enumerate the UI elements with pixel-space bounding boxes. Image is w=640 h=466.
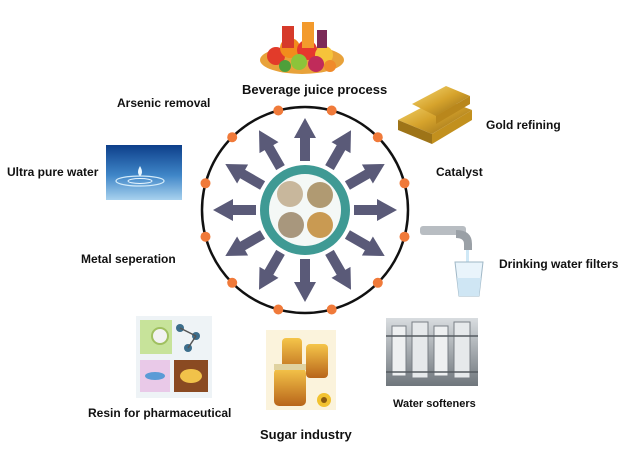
ring-node xyxy=(372,277,383,288)
gold-bars-icon xyxy=(398,86,472,144)
radial-arrow xyxy=(325,249,351,290)
radial-arrow xyxy=(294,259,316,302)
ring-node xyxy=(227,132,238,143)
ring-node xyxy=(273,105,284,116)
radial-arrow xyxy=(344,164,385,190)
radial-arrow xyxy=(259,130,285,171)
label-gold-refining: Gold refining xyxy=(486,118,561,132)
honey-jars-icon xyxy=(266,330,336,410)
label-arsenic-removal: Arsenic removal xyxy=(117,96,211,110)
label-drinking-water-filters: Drinking water filters xyxy=(499,257,619,271)
arrow-group xyxy=(213,118,397,302)
ring-node xyxy=(326,105,337,116)
ring-node xyxy=(372,132,383,143)
label-catalyst: Catalyst xyxy=(436,165,483,179)
radial-arrow xyxy=(325,130,351,171)
label-metal-seperation: Metal seperation xyxy=(81,252,176,266)
resin-bead-cluster xyxy=(278,212,304,238)
node-group xyxy=(200,105,410,315)
ring-node xyxy=(399,231,410,242)
ring-node xyxy=(200,178,211,189)
pharmaceutical-collage-icon xyxy=(136,316,212,398)
label-resin-for-pharmaceutical: Resin for pharmaceutical xyxy=(88,406,232,420)
water-softener-plant-icon xyxy=(386,318,478,386)
ring-node xyxy=(326,304,337,315)
radial-arrow xyxy=(354,199,397,221)
radial-arrow xyxy=(294,118,316,161)
resin-disc xyxy=(260,165,350,255)
radial-arrow xyxy=(344,230,385,256)
resin-bead-cluster xyxy=(307,182,333,208)
ring-node xyxy=(399,178,410,189)
resin-bead-cluster xyxy=(277,181,303,207)
radial-arrow xyxy=(213,199,256,221)
ring-node xyxy=(273,304,284,315)
ring-node xyxy=(227,277,238,288)
radial-arrow xyxy=(259,249,285,290)
water-droplet-icon xyxy=(106,145,182,200)
label-beverage-juice-process: Beverage juice process xyxy=(242,82,388,97)
radial-arrow xyxy=(225,164,266,190)
ring-node xyxy=(200,231,211,242)
faucet-glass-icon xyxy=(420,226,484,297)
fruit-pile-icon xyxy=(260,22,344,74)
resin-bead-cluster xyxy=(307,212,333,238)
radial-arrow xyxy=(225,230,266,256)
label-sugar-industry: Sugar industry xyxy=(260,427,352,442)
label-ultra-pure-water: Ultra pure water xyxy=(7,165,99,179)
label-water-softeners: Water softeners xyxy=(393,398,476,410)
outer-ring xyxy=(200,105,410,315)
